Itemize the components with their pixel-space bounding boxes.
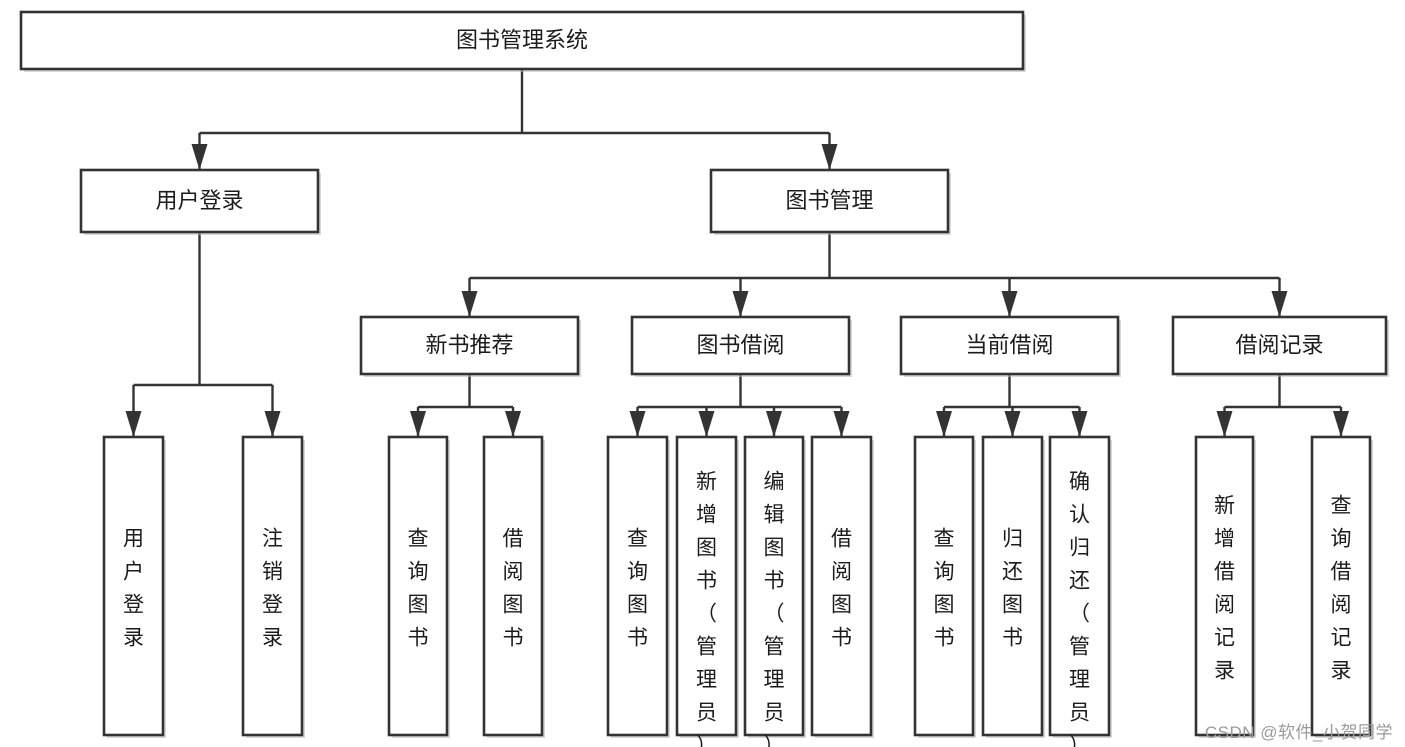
arrow-to-leaf-query-book-rec [410, 411, 426, 437]
node-label: 图书管理系统 [456, 27, 588, 52]
node-leaf-borrow-book[interactable]: 借阅图书 [810, 435, 874, 738]
node-label: 当前借阅 [965, 332, 1053, 357]
arrow-to-leaf-user-login [125, 411, 142, 437]
node-label: 查询图书 [627, 528, 648, 650]
node-label: 借阅图书 [831, 528, 852, 650]
arrow-to-book-borrow [732, 291, 749, 317]
arrow-to-leaf-borrow-book-rec [505, 411, 521, 437]
node-label: 借阅记录 [1235, 332, 1323, 357]
arrow-to-leaf-return-book [1004, 411, 1021, 437]
node-label: 新增图书（管理员） [696, 471, 717, 747]
node-label: 图书管理 [785, 188, 873, 213]
node-label: 借阅图书 [503, 528, 524, 650]
node-borrow-record[interactable]: 借阅记录 [1171, 315, 1389, 377]
arrow-to-current-borrow [1001, 291, 1018, 317]
arrow-to-leaf-add-book [698, 411, 715, 437]
node-label: 编辑图书（管理员） [764, 471, 785, 747]
arrow-to-leaf-edit-book [766, 411, 782, 437]
arrow-to-leaf-borrow-book [833, 411, 850, 437]
node-label: 确认归还（管理员） [1069, 471, 1090, 747]
node-label: 查询借阅记录 [1331, 495, 1352, 683]
node-leaf-add-record[interactable]: 新增借阅记录 [1194, 435, 1256, 738]
node-user-login[interactable]: 用户登录 [79, 168, 321, 235]
node-book-manage[interactable]: 图书管理 [709, 168, 951, 235]
node-label: 注销登录 [262, 528, 283, 650]
arrow-to-leaf-add-record [1216, 411, 1233, 437]
node-leaf-add-book[interactable]: 新增图书（管理员） [675, 435, 739, 747]
node-label: 查询图书 [934, 528, 955, 650]
arrow-to-borrow-record [1271, 291, 1288, 317]
node-leaf-return-book[interactable]: 归还图书 [981, 435, 1045, 738]
node-label: 归还图书 [1002, 528, 1023, 650]
node-label: 图书借阅 [696, 332, 784, 357]
arrow-to-leaf-confirm-return [1071, 411, 1088, 437]
node-layer: 图书管理系统用户登录图书管理新书推荐图书借阅当前借阅借阅记录用户登录注销登录查询… [19, 10, 1389, 747]
node-label: 新书推荐 [425, 332, 513, 357]
node-current-borrow[interactable]: 当前借阅 [899, 315, 1121, 377]
arrow-to-leaf-query-book [629, 411, 646, 437]
node-root-root[interactable]: 图书管理系统 [19, 10, 1026, 72]
arrow-to-leaf-user-logout [264, 411, 281, 437]
node-label: 用户登录 [123, 528, 144, 650]
node-new-book-rec[interactable]: 新书推荐 [359, 315, 581, 377]
arrow-to-book-manage [821, 144, 838, 170]
arrow-to-leaf-query-book-cur [936, 411, 952, 437]
node-label: 新增借阅记录 [1214, 495, 1235, 683]
node-leaf-borrow-book-rec[interactable]: 借阅图书 [482, 435, 545, 738]
node-leaf-user-login[interactable]: 用户登录 [102, 435, 166, 738]
node-leaf-query-book[interactable]: 查询图书 [606, 435, 670, 738]
node-leaf-confirm-return[interactable]: 确认归还（管理员） [1048, 435, 1112, 747]
node-leaf-query-book-cur[interactable]: 查询图书 [913, 435, 976, 738]
node-label: 用户登录 [155, 188, 243, 213]
node-leaf-query-book-rec[interactable]: 查询图书 [387, 435, 450, 738]
node-label: 查询图书 [408, 528, 429, 650]
node-leaf-query-record[interactable]: 查询借阅记录 [1310, 435, 1373, 738]
arrow-to-new-book-rec [461, 291, 478, 317]
node-leaf-edit-book[interactable]: 编辑图书（管理员） [743, 435, 806, 747]
connector-layer [125, 69, 1349, 437]
arrow-to-leaf-query-record [1333, 411, 1349, 437]
arrow-to-user-login [191, 144, 208, 170]
node-leaf-user-logout[interactable]: 注销登录 [241, 435, 305, 738]
node-book-borrow[interactable]: 图书借阅 [630, 315, 852, 377]
